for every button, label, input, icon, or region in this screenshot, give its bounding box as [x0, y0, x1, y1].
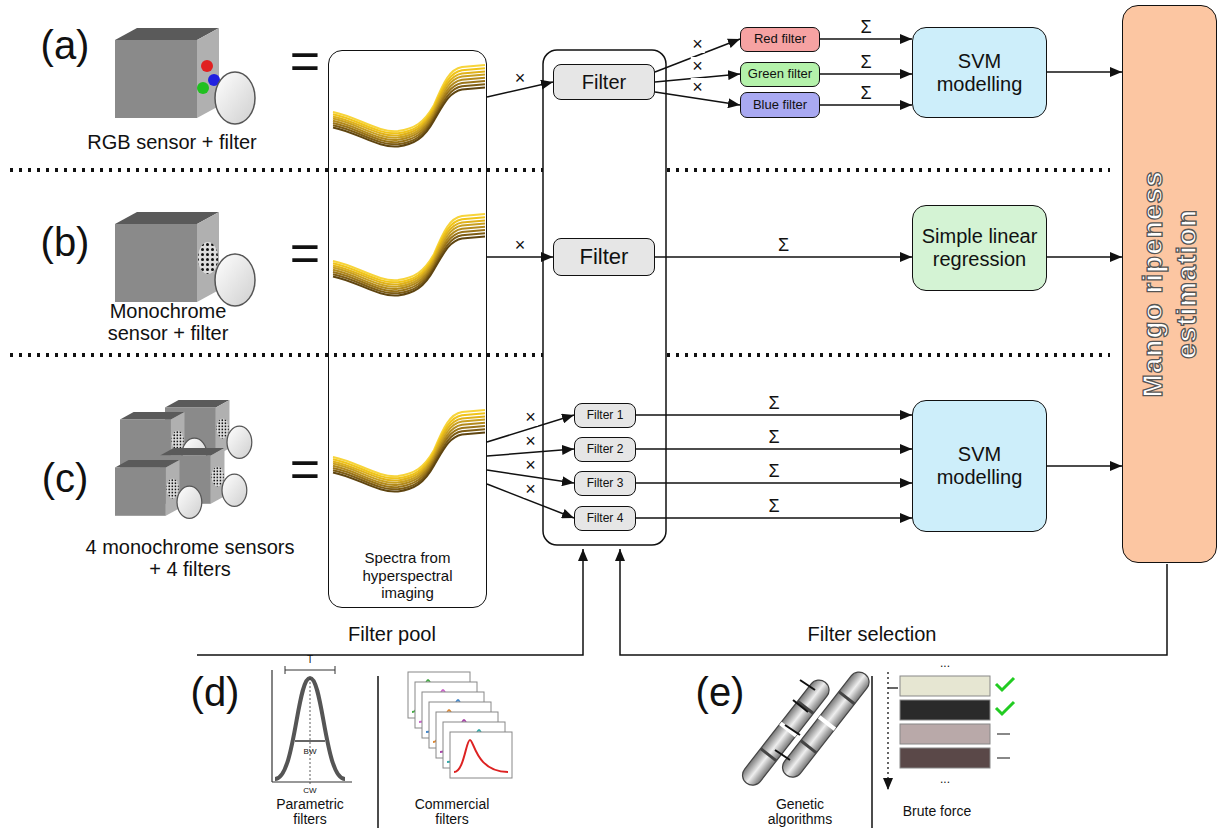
- node-text: Green filter: [743, 67, 817, 82]
- ellipsis: ...: [940, 657, 950, 670]
- connector: [1047, 256, 1122, 258]
- connector: [636, 414, 912, 416]
- node-text: Filter 1: [577, 409, 633, 423]
- node-text: Spectra from hyperspectral imaging: [329, 549, 486, 601]
- filter-box: Filter 4: [574, 506, 636, 531]
- node-text: Filter: [556, 71, 652, 94]
- green-filter-box: Green filter: [740, 62, 820, 87]
- spectrum-curve: [333, 236, 485, 295]
- spectra-panel: Spectra from hyperspectral imaging: [328, 50, 487, 608]
- red-filter-box: Red filter: [740, 27, 820, 52]
- connector: [1047, 465, 1122, 467]
- arrow-label: Filter selection: [808, 623, 937, 645]
- node-text: Red filter: [743, 32, 817, 47]
- filter-box: Filter: [553, 64, 655, 100]
- connector: [636, 482, 912, 484]
- node-text: SVM modelling: [915, 443, 1044, 489]
- axis-mark: CW: [303, 787, 316, 796]
- filter-box: Filter 1: [574, 403, 636, 428]
- edge-label: Σ: [766, 462, 781, 480]
- node-text: Filter: [556, 244, 652, 269]
- filter-box: Filter 2: [574, 437, 636, 462]
- model-box: SVM modelling: [912, 400, 1047, 532]
- figure-caption: Brute force: [892, 804, 982, 819]
- edge-label: Σ: [766, 497, 781, 515]
- connector: [487, 256, 553, 258]
- node-text: Filter 2: [577, 443, 633, 457]
- edge-label: ×: [523, 432, 538, 450]
- edge-label: ×: [513, 236, 528, 254]
- connector: [636, 517, 912, 519]
- panel-letter: (c): [42, 456, 89, 500]
- edge-label: ×: [523, 480, 538, 498]
- edge-label: ×: [523, 408, 538, 426]
- equals-sign: =: [290, 441, 320, 498]
- node-text: Simple linear regression: [915, 225, 1044, 271]
- filter-card: [450, 732, 512, 778]
- model-box: Simple linear regression: [912, 205, 1047, 291]
- axis-mark: BW: [304, 748, 317, 757]
- model-box: SVM modelling: [912, 27, 1047, 118]
- edge-label: ×: [523, 456, 538, 474]
- edge-label: ×: [690, 35, 705, 53]
- connector: [820, 38, 912, 40]
- equals-sign: =: [290, 33, 320, 90]
- connector: [1047, 71, 1122, 73]
- node-text: Blue filter: [743, 98, 817, 113]
- output-band: Mango ripeness estimation: [1122, 5, 1217, 563]
- edge-label: Σ: [766, 428, 781, 446]
- edge-label: Σ: [858, 18, 873, 36]
- edge-label: Σ: [766, 394, 781, 412]
- edge-label: ×: [690, 78, 705, 96]
- spectrum-curve: [333, 432, 485, 491]
- node-text: Filter 4: [577, 512, 633, 526]
- connector: [636, 448, 912, 450]
- arrow-label: Filter pool: [348, 623, 436, 645]
- panel-letter: (d): [191, 670, 240, 714]
- connector: [655, 256, 912, 258]
- edge-label: Σ: [858, 84, 873, 102]
- edge-label: Σ: [858, 53, 873, 71]
- ellipsis: ...: [940, 773, 950, 786]
- equals-sign: =: [290, 225, 320, 282]
- filter-curve: [454, 740, 508, 772]
- edge-label: Σ: [776, 236, 791, 254]
- edge-label: ×: [513, 69, 528, 87]
- sensor-caption: Monochrome sensor + filter: [83, 300, 253, 344]
- panel-letter: (e): [696, 670, 745, 714]
- figure-caption: Parametric filters: [260, 797, 360, 828]
- blue-filter-box: Blue filter: [740, 92, 820, 118]
- connector: [820, 104, 912, 106]
- node-text: Mango ripeness estimation: [1136, 149, 1203, 419]
- node-text: SVM modelling: [915, 50, 1044, 96]
- figure-caption: Genetic algorithms: [745, 797, 855, 828]
- edge-label: ×: [690, 57, 705, 75]
- filter-box: Filter 3: [574, 471, 636, 496]
- panel-letter: (a): [41, 23, 90, 67]
- spectrum-curve: [333, 87, 485, 146]
- sensor-caption: RGB sensor + filter: [87, 131, 257, 153]
- filter-box: Filter: [553, 238, 655, 276]
- axis-mark: T: [307, 654, 313, 665]
- sensor-caption: 4 monochrome sensors + 4 filters: [85, 536, 295, 580]
- node-text: Filter 3: [577, 477, 633, 491]
- figure-caption: Commercial filters: [402, 797, 502, 828]
- panel-letter: (b): [41, 220, 90, 264]
- connector: [820, 73, 912, 75]
